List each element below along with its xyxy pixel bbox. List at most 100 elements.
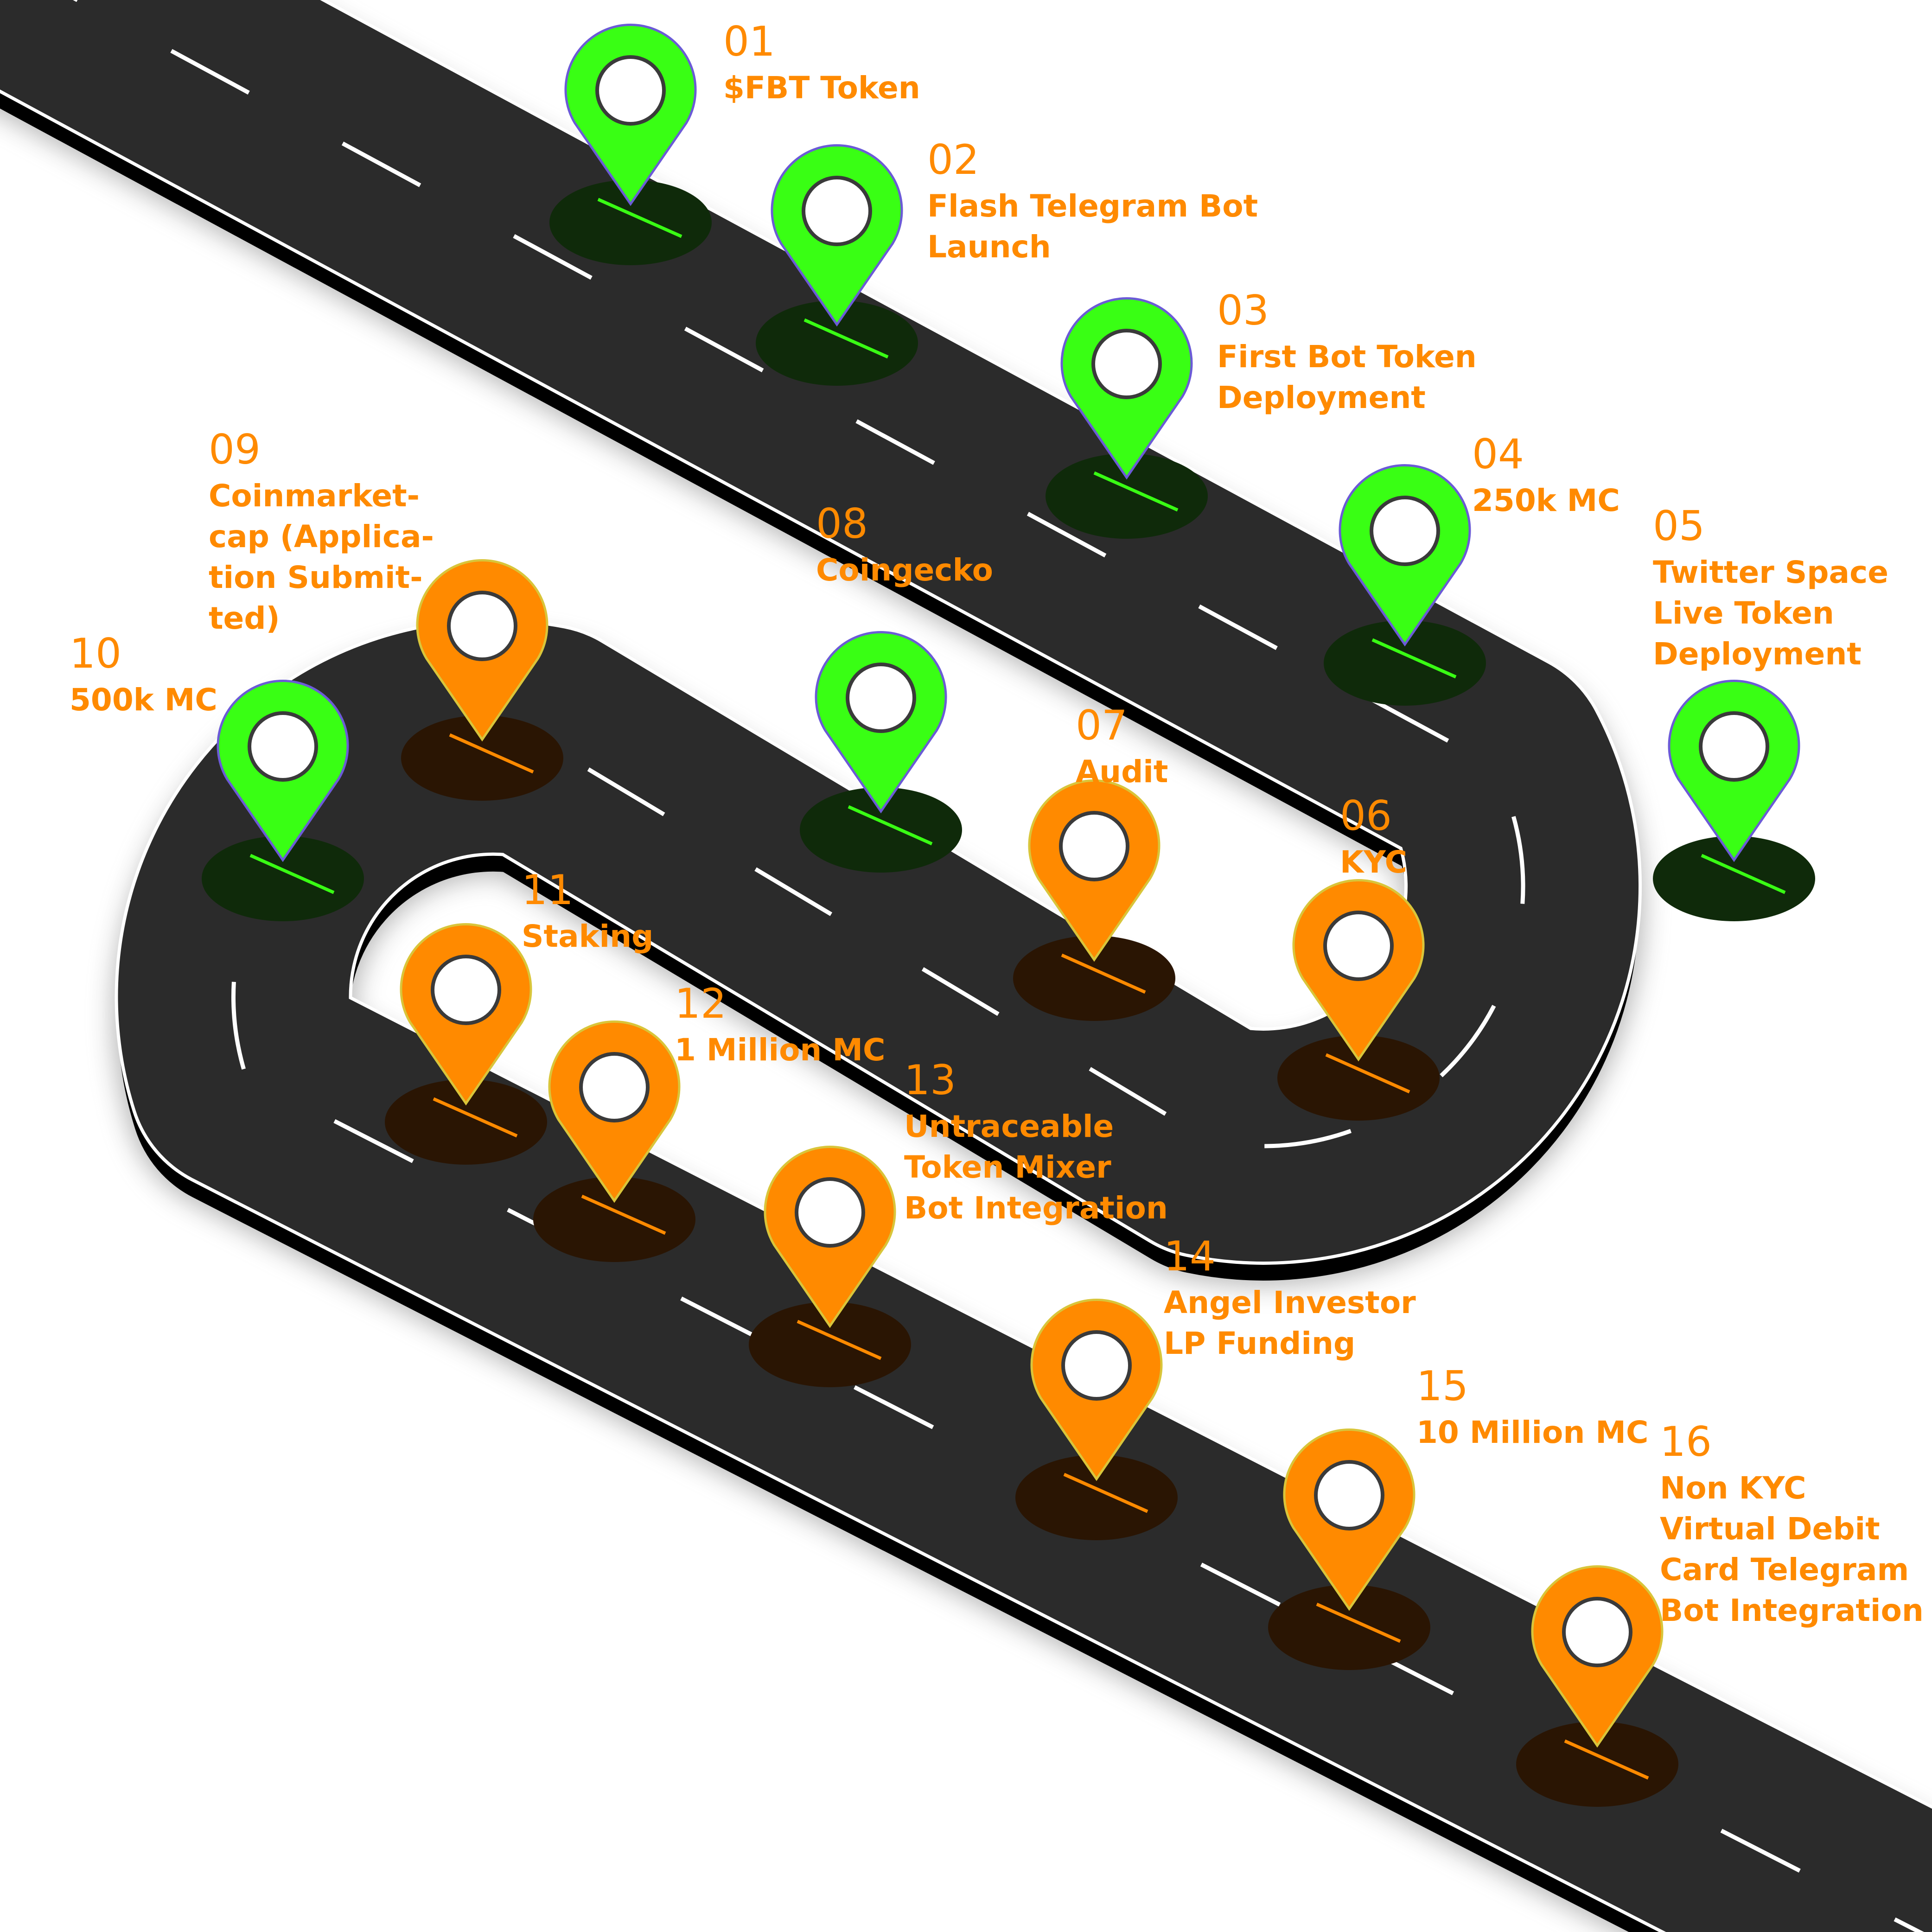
pin-hole (1323, 911, 1394, 981)
milestone-label-01: 01$FBT Token (723, 18, 920, 106)
milestone-number: 11 (522, 866, 574, 914)
marker-trail-15 (1316, 1602, 1401, 1643)
milestone-pin-04 (1339, 464, 1471, 647)
milestone-title-line: 250k MC (1472, 483, 1620, 518)
marker-trail-11 (433, 1097, 518, 1138)
pin-hole (447, 591, 517, 661)
marker-shadow-08 (800, 787, 962, 873)
marker-trail-09 (449, 733, 534, 774)
pin-hole (1091, 329, 1162, 399)
marker-trail-03 (1093, 471, 1179, 512)
milestone-title-line: Twitter Space (1653, 555, 1888, 590)
pin-hole (1370, 496, 1440, 566)
milestone-pin-16 (1531, 1565, 1664, 1748)
milestone-number: 14 (1164, 1232, 1216, 1280)
milestone-label-12: 121 Million MC (675, 980, 886, 1068)
marker-trail-10 (249, 854, 335, 894)
pin-hole (1562, 1597, 1632, 1667)
marker-shadow-02 (756, 300, 918, 386)
milestone-title-line: Flash Telegram Bot (927, 188, 1258, 224)
marker-shadow-16 (1516, 1722, 1678, 1807)
milestone-title-line: Launch (927, 229, 1051, 265)
milestone-title-line: Bot Integration (904, 1190, 1168, 1226)
marker-shadow-13 (749, 1302, 911, 1387)
marker-shadow-12 (533, 1177, 695, 1262)
milestone-number: 16 (1660, 1418, 1712, 1466)
pin-hole (595, 55, 666, 126)
marker-shadow-01 (549, 180, 712, 265)
milestone-pin-08 (815, 631, 947, 814)
milestone-number: 07 (1076, 701, 1128, 749)
marker-shadow-11 (385, 1079, 547, 1165)
milestone-pins (217, 24, 1800, 1748)
milestone-title-line: Deployment (1653, 636, 1862, 672)
milestone-title-line: First Bot Token (1217, 339, 1477, 375)
pin-hole (1699, 711, 1769, 782)
milestone-title-line: Audit (1076, 754, 1168, 790)
milestone-number: 03 (1217, 287, 1269, 334)
milestone-pin-09 (416, 559, 548, 742)
marker-trail-07 (1061, 953, 1146, 994)
milestone-title-line: Bot Integration (1660, 1593, 1924, 1628)
marker-trail-05 (1701, 854, 1786, 894)
milestone-number: 08 (816, 500, 868, 548)
milestone-label-04: 04 250k MC (1472, 430, 1620, 518)
pin-hole (579, 1052, 650, 1122)
marker-trail-12 (581, 1194, 666, 1235)
pin-hole (802, 176, 872, 246)
milestone-pin-03 (1060, 297, 1193, 480)
marker-shadow-15 (1268, 1585, 1430, 1670)
pin-hole (248, 711, 318, 782)
milestone-pin-14 (1030, 1299, 1163, 1481)
marker-shadow-14 (1015, 1455, 1178, 1540)
milestone-pin-01 (564, 24, 697, 206)
milestone-number: 04 (1472, 430, 1524, 478)
milestone-pin-12 (548, 1020, 681, 1203)
milestone-number: 02 (927, 136, 979, 184)
marker-shadows (202, 180, 1815, 1807)
milestone-number: 13 (904, 1056, 956, 1104)
milestone-number: 05 (1653, 502, 1705, 550)
marker-trail-14 (1063, 1473, 1148, 1513)
milestone-number: 12 (675, 980, 727, 1027)
pin-hole (1314, 1460, 1384, 1530)
milestone-number: 10 (70, 630, 121, 677)
milestone-pin-05 (1668, 680, 1800, 862)
pin-hole (431, 955, 501, 1025)
marker-shadow-06 (1277, 1035, 1440, 1121)
marker-shadow-10 (202, 836, 364, 921)
milestone-title-line: LP Funding (1164, 1326, 1355, 1361)
marker-shadow-05 (1653, 836, 1815, 921)
milestone-number: 01 (723, 18, 775, 65)
marker-shadow-03 (1046, 453, 1208, 539)
milestone-pin-06 (1292, 879, 1425, 1062)
milestone-title-line: Non KYC (1660, 1470, 1806, 1506)
milestone-label-10: 10 500k MC (70, 630, 217, 718)
marker-shadow-09 (401, 715, 563, 801)
milestone-title-line: ted) (209, 600, 280, 636)
milestone-pin-07 (1028, 779, 1160, 962)
milestone-pin-11 (400, 923, 532, 1106)
marker-trail-08 (848, 805, 933, 846)
milestone-pin-13 (764, 1146, 896, 1328)
milestone-title-line: Untraceable (904, 1109, 1114, 1144)
milestone-title-line: Deployment (1217, 380, 1426, 415)
milestone-title-line: 500k MC (70, 682, 217, 718)
milestone-pin-02 (771, 144, 903, 327)
marker-trail-16 (1564, 1739, 1649, 1780)
marker-trail-13 (797, 1320, 882, 1360)
pin-hole (795, 1177, 865, 1248)
milestone-title-line: cap (Applica- (209, 519, 434, 555)
